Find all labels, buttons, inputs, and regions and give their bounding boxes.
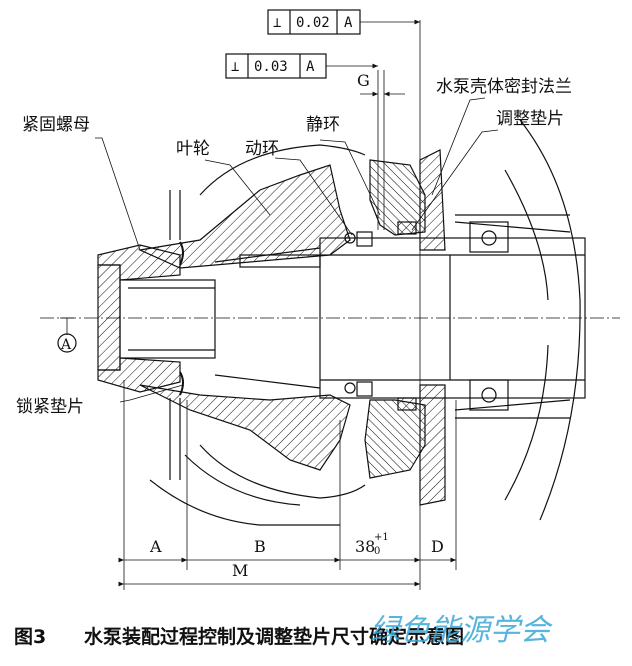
- leader-housing-flange: [431, 97, 486, 196]
- label-rotating-ring: 动环: [245, 139, 279, 159]
- lock-washer-upper: [179, 241, 184, 266]
- dim-label-c-base: 38: [355, 537, 375, 556]
- shim-upper: [397, 221, 417, 235]
- static-ring-seat-lower: [364, 399, 426, 479]
- dim-label-b: B: [254, 537, 266, 556]
- lock-nut-bore: [119, 279, 216, 359]
- housing-outer-contour: [519, 119, 581, 521]
- bearing-lower: [469, 379, 509, 411]
- caption-text: 水泵装配过程控制及调整垫片尺寸确定示意图: [84, 625, 464, 648]
- tolerance-2-value: 0.03: [254, 59, 288, 75]
- tolerance-frame-1: ⊥ 0.02 A: [267, 9, 420, 35]
- tolerance-1-datum: A: [344, 15, 353, 31]
- dim-label-c-upper: +1: [374, 532, 389, 543]
- impeller-shroud-lower: [149, 479, 340, 526]
- dim-label-c-lower: 0: [374, 546, 380, 557]
- tolerance-1-value: 0.02: [296, 15, 330, 31]
- label-shim: 调整垫片: [496, 109, 564, 129]
- pump-shaft: [319, 237, 586, 399]
- impeller-lower: [139, 384, 351, 471]
- impeller-vane-lower: [199, 444, 366, 499]
- bearing-housing-upper: [454, 214, 571, 233]
- bearing-ball-upper: [481, 230, 497, 246]
- leader-lock-nut: [95, 137, 141, 251]
- dim-label-m: M: [232, 561, 248, 580]
- leader-impeller: [204, 159, 271, 216]
- shim-lower: [397, 397, 417, 411]
- label-housing-flange: 水泵壳体密封法兰: [436, 77, 572, 97]
- label-static-ring: 静环: [306, 115, 340, 135]
- tolerance-1-symbol: ⊥: [273, 15, 281, 31]
- bearing-upper: [469, 221, 509, 253]
- caption-figure-number: 图3: [14, 626, 46, 648]
- key-slot: [239, 254, 321, 268]
- dim-label-a: A: [149, 537, 162, 556]
- leader-static-ring: [319, 139, 381, 216]
- tolerance-frame-2: ⊥ 0.03 A: [225, 53, 378, 79]
- lock-washer-lower: [179, 371, 184, 396]
- dim-label-d: D: [431, 537, 444, 556]
- label-lock-washer: 锁紧垫片: [16, 397, 84, 417]
- rotating-ring-upper: [356, 231, 373, 247]
- bearing-housing-lower: [454, 399, 571, 419]
- housing-lower-contour: [504, 344, 549, 501]
- label-lock-nut: 紧固螺母: [22, 115, 90, 135]
- tolerance-2-symbol: ⊥: [231, 59, 239, 75]
- impeller-upper: [137, 164, 351, 269]
- impeller-vane-upper: [199, 144, 366, 196]
- leader-shim: [411, 129, 499, 231]
- leader-rotating-ring: [274, 157, 353, 236]
- datum-label: A: [60, 337, 72, 353]
- bearing-ball-lower: [481, 387, 497, 403]
- lock-nut-body: [97, 264, 121, 371]
- tolerance-2-datum: A: [306, 59, 315, 75]
- dim-label-g: G: [357, 71, 370, 90]
- housing-inner-contour: [504, 169, 549, 301]
- label-impeller: 叶轮: [176, 139, 210, 159]
- datum-circle: [57, 333, 77, 353]
- rotating-ring-lower: [356, 381, 373, 397]
- watermark: 绿色能源学会: [370, 613, 553, 648]
- rotating-ring-oring-upper: [344, 232, 356, 244]
- rotating-ring-oring-lower: [344, 382, 356, 394]
- leader-lock-washer: [119, 384, 184, 403]
- impeller-shroud-lower-2: [184, 454, 301, 506]
